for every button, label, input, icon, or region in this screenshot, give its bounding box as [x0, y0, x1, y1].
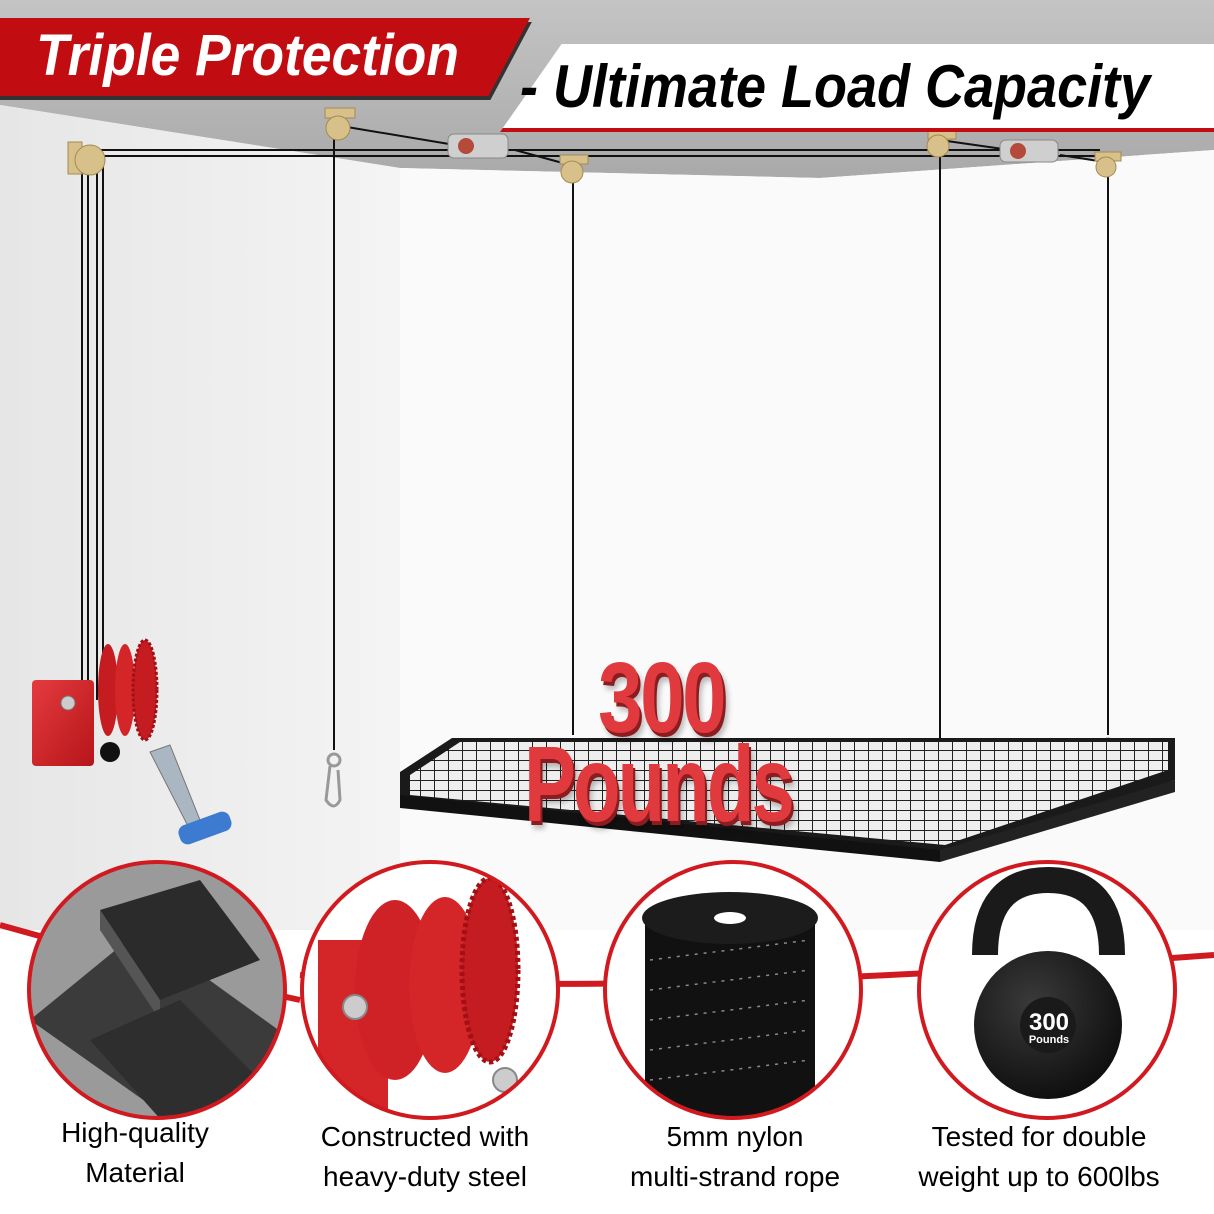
feature-caption-material: High-quality Material [0, 1113, 285, 1193]
feature-caption-test: Tested for double weight up to 600lbs [889, 1117, 1189, 1197]
caption-line: Tested for double [931, 1121, 1147, 1152]
page-title-primary: Triple Protection [36, 23, 459, 88]
load-capacity-unit: Pounds [524, 723, 795, 844]
storage-rack [400, 738, 1175, 862]
caption-line: High-quality [61, 1117, 209, 1148]
caption-line: multi-strand rope [629, 1161, 841, 1192]
rope-spool-icon [603, 860, 863, 1120]
hand-winch-icon [32, 638, 232, 845]
feature-caption-rope: 5mm nylon multi-strand rope [585, 1117, 885, 1197]
load-capacity-number: 300 [598, 642, 727, 754]
kettlebell-icon [917, 860, 1177, 1120]
pulley-icon [67, 107, 1122, 184]
caption-line: heavy-duty steel [323, 1161, 527, 1192]
kettlebell-unit: Pounds [1028, 1034, 1070, 1046]
caption-line: weight up to 600lbs [918, 1161, 1160, 1192]
caption-line: 5mm nylon [666, 1121, 804, 1152]
winch-gear-icon [300, 860, 560, 1120]
page-title-secondary: - Ultimate Load Capacity [520, 53, 1151, 120]
back-wall [400, 150, 1214, 930]
kettlebell-number: 300 [1028, 1009, 1070, 1036]
kettlebell-label: 300 Pounds [1019, 1011, 1079, 1046]
caption-line: Constructed with [320, 1121, 530, 1152]
left-wall [0, 105, 400, 930]
feature-caption-winch: Constructed with heavy-duty steel [275, 1117, 575, 1197]
caption-line: Material [85, 1157, 185, 1188]
